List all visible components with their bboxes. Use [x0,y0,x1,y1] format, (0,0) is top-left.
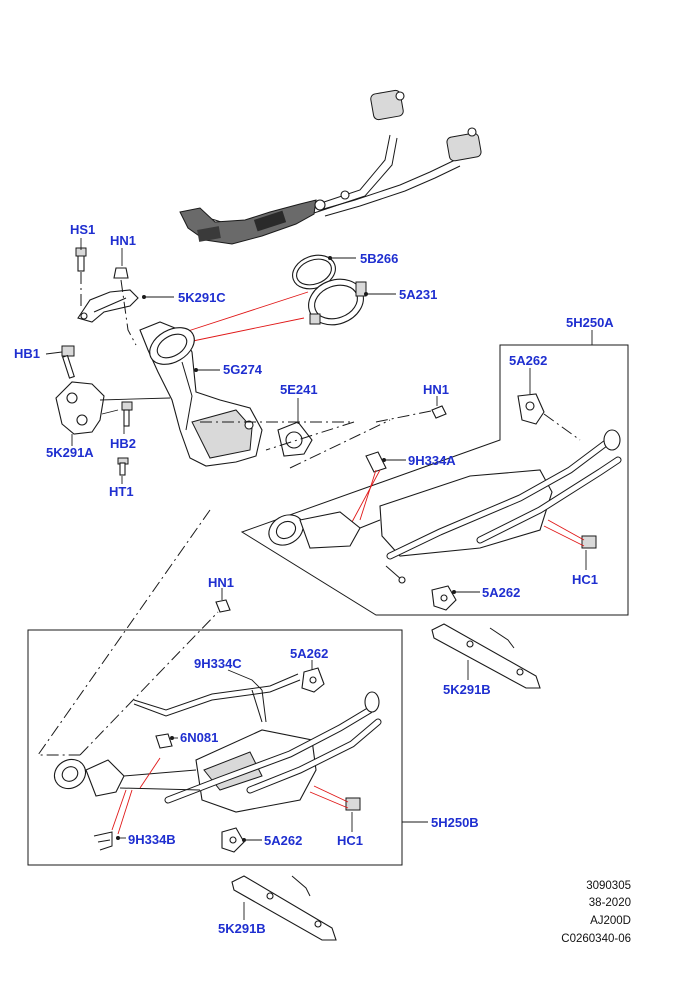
nut-hn1-lower [215,599,231,613]
label-hs1: HS1 [70,222,95,237]
label-ht1: HT1 [109,484,134,499]
nut-hn1-right [431,405,447,419]
label-5a262-d: 5A262 [264,833,302,848]
clip-hc1-b [309,785,361,811]
group-outline-5h250a [240,344,629,616]
label-hn1-lower: HN1 [208,575,234,590]
label-5a262-b: 5A262 [482,585,520,600]
label-hc1-b: HC1 [337,833,363,848]
label-5h250b: 5H250B [431,815,479,830]
reference-code-4: C0260340-06 [561,933,631,945]
bolt-hb1 [61,345,75,379]
rear-exhaust-assembly-a [268,429,622,584]
label-9h334b: 9H334B [128,832,176,847]
sensor-clip-9h334a [351,451,387,523]
label-6n081: 6N081 [180,730,218,745]
stud-ht1 [117,457,129,476]
label-5a262-c: 5A262 [290,646,328,661]
bracket-5k291a [55,381,171,435]
rear-exhaust-assembly-b [53,691,382,835]
heat-shield-bracket-5k291c [77,279,139,346]
label-hb1: HB1 [14,346,40,361]
label-5e241: 5E241 [280,382,318,397]
heat-shield-bracket-5k291b-a [431,623,541,689]
label-5k291c: 5K291C [178,290,226,305]
nut-hn1-top [113,267,129,279]
sensor-pipe-9h334c [133,673,301,723]
label-hc1-a: HC1 [572,572,598,587]
label-9h334a: 9H334A [408,453,456,468]
label-hb2: HB2 [110,436,136,451]
label-5g274: 5G274 [223,362,263,377]
mounting-rubber-5a262-c [301,667,325,693]
label-hn1-top: HN1 [110,233,136,248]
label-5k291b-b: 5K291B [218,921,266,936]
reference-code-3: AJ200D [590,915,631,927]
front-catalyst-5g274 [139,321,263,467]
reference-code-2: 38-2020 [589,897,631,909]
gasket-5e241 [277,421,313,457]
bracket-9h334b [93,831,113,851]
stud-hs1 [75,247,87,310]
label-5b266: 5B266 [360,251,398,266]
label-5a231: 5A231 [399,287,437,302]
label-hn1-right: HN1 [423,382,449,397]
label-5a262-a: 5A262 [509,353,547,368]
label-5k291b-a: 5K291B [443,682,491,697]
clip-hc1-a [543,519,597,549]
exhaust-system-overview-thumbnail [179,89,482,245]
heat-shield-bracket-5k291b-b [231,875,337,941]
label-5h250a: 5H250A [566,315,614,330]
label-5k291a: 5K291A [46,445,94,460]
label-9h334c: 9H334C [194,656,242,671]
mounting-rubber-5a262-a [517,393,581,441]
mounting-rubber-5a262-b [431,585,457,611]
clamp-5a231 [308,278,367,326]
group-outline-5h250b [27,629,403,866]
clip-6n081 [155,733,173,749]
bolt-hb2 [121,401,133,427]
reference-code-1: 3090305 [586,880,631,892]
mounting-rubber-5a262-d [221,827,245,853]
